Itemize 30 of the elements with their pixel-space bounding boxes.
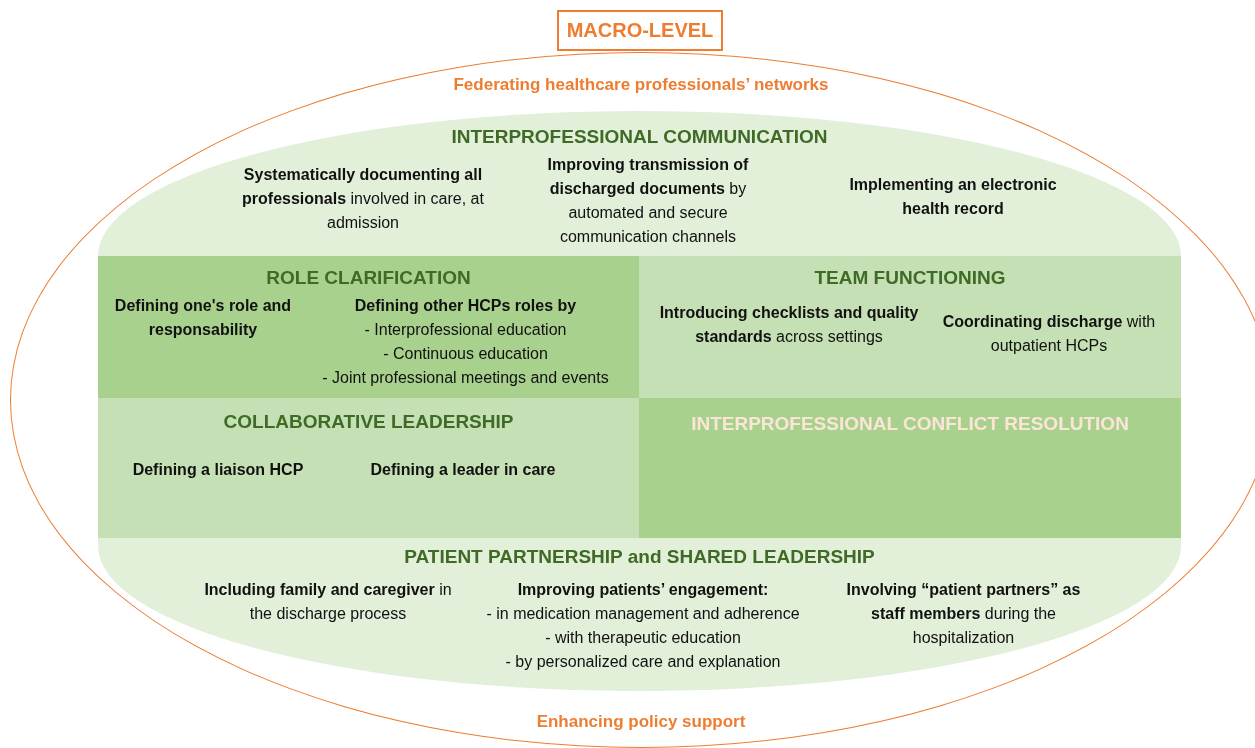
item-text: Defining other HCPs roles by [353, 296, 578, 316]
item-text: Improving transmission of discharged documents by automated and secure communication channels [546, 155, 750, 247]
category-cell [639, 398, 1181, 538]
item-text: Including family and caregiver in the discharge process [203, 580, 453, 624]
item-text: - Continuous education [382, 344, 549, 364]
item-text: Involving “patient partners” as staff members during the hospitalization [845, 580, 1082, 648]
item-text: - Joint professional meetings and events [321, 368, 610, 388]
item-text: - Interprofessional education [363, 320, 568, 340]
section-heading: PATIENT PARTNERSHIP and SHARED LEADERSHIP [404, 545, 875, 569]
category-cell [98, 256, 639, 398]
item-text: - with therapeutic education [544, 628, 742, 648]
item-text: Coordinating discharge with outpatient HCPs [941, 312, 1157, 356]
item-text: Introducing checklists and quality standards across settings [659, 303, 919, 347]
category-cell [639, 256, 1181, 398]
item-text: Defining a liaison HCP [131, 460, 305, 480]
item-text: Defining one's role and responsability [113, 296, 293, 340]
section-heading: TEAM FUNCTIONING [814, 266, 1006, 290]
item-text: - by personalized care and explanation [504, 652, 782, 672]
item-text: Implementing an electronic health record [848, 175, 1058, 219]
section-heading: INTERPROFESSIONAL COMMUNICATION [451, 125, 828, 149]
category-cell [98, 398, 639, 538]
item-text: - in medication management and adherence [485, 604, 801, 624]
level-box: MACRO-LEVEL [557, 10, 723, 51]
item-text: Defining a leader in care [369, 460, 557, 480]
section-heading: INTERPROFESSIONAL CONFLICT RESOLUTION [691, 412, 1129, 436]
section-heading: ROLE CLARIFICATION [266, 266, 471, 290]
item-text: Systematically documenting all professionals involved in care, at admission [241, 165, 485, 233]
frame-caption: Federating healthcare professionals’ networks [453, 74, 829, 96]
frame-caption: Enhancing policy support [536, 711, 746, 733]
section-heading: COLLABORATIVE LEADERSHIP [223, 410, 514, 434]
